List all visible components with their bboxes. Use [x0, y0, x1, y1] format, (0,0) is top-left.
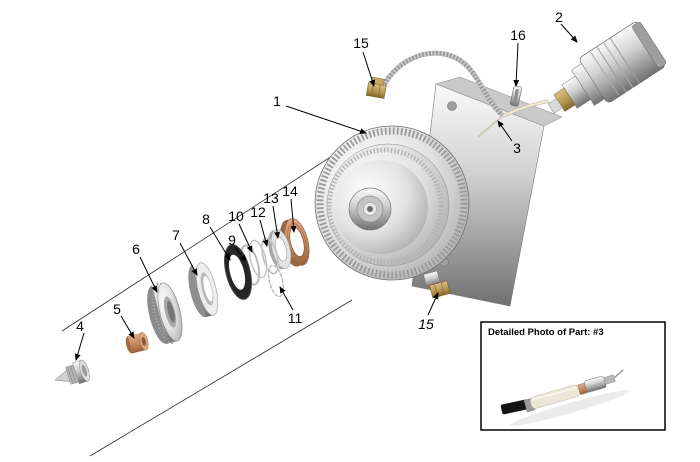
clip-part-16 [510, 85, 522, 107]
part-label-16: 16 [510, 27, 526, 43]
leader-line-10 [238, 223, 253, 253]
ring-part-10 [248, 239, 268, 279]
leader-line-12 [259, 219, 269, 247]
part-label-9: 9 [228, 232, 236, 248]
leader-line-14 [290, 198, 297, 233]
cable-part-3 [378, 50, 550, 138]
leader-line-16 [513, 42, 520, 87]
part-label-8: 8 [202, 211, 210, 227]
leader-line-7 [179, 242, 198, 276]
leader-line-2 [560, 23, 578, 43]
inset-cable-photo [500, 369, 630, 426]
electrode-part-5 [125, 332, 149, 354]
leader-line-3 [497, 120, 513, 142]
inset-detail-box [480, 321, 666, 431]
part-label-4: 4 [76, 318, 84, 334]
part-label-6: 6 [132, 241, 140, 257]
leader-line-11 [279, 286, 294, 311]
part-label-15-bottom: 15 [418, 316, 434, 332]
leader-line-1 [285, 105, 367, 134]
leader-line-4 [74, 332, 85, 361]
part-label-2: 2 [555, 9, 563, 25]
leader-line-13 [272, 205, 281, 239]
part-label-14: 14 [282, 183, 298, 199]
part-label-7: 7 [172, 227, 180, 243]
part-label-1: 1 [273, 93, 281, 109]
leader-line-6 [139, 256, 158, 293]
cap-part-6 [147, 282, 183, 344]
inset-title: Detailed Photo of Part: #3 [488, 327, 604, 338]
exploded-view-cone-lines [61, 133, 367, 457]
leader-line-5 [120, 315, 135, 339]
ring-part-12 [260, 237, 280, 275]
ring-part-13 [268, 229, 292, 270]
leader-line-8 [209, 226, 231, 261]
part-label-15-top: 15 [353, 35, 369, 51]
leader-lines [74, 23, 578, 361]
torch-body-part-1 [314, 76, 563, 307]
connector-part-2 [547, 21, 667, 114]
leader-line-9 [234, 246, 247, 262]
leader-line-15-top [362, 51, 376, 87]
part-label-3: 3 [513, 140, 521, 156]
part-label-10: 10 [228, 208, 244, 224]
leader-line-15-bottom [427, 292, 439, 316]
part-label-13: 13 [263, 190, 279, 206]
wave-spring-part-11 [267, 264, 285, 298]
nozzle-part-4 [54, 359, 90, 385]
part-label-12: 12 [250, 204, 266, 220]
ring-part-7 [188, 262, 219, 318]
fitting-part-15-top [365, 76, 387, 99]
part-label-5: 5 [113, 301, 121, 317]
part-label-11: 11 [287, 310, 303, 326]
